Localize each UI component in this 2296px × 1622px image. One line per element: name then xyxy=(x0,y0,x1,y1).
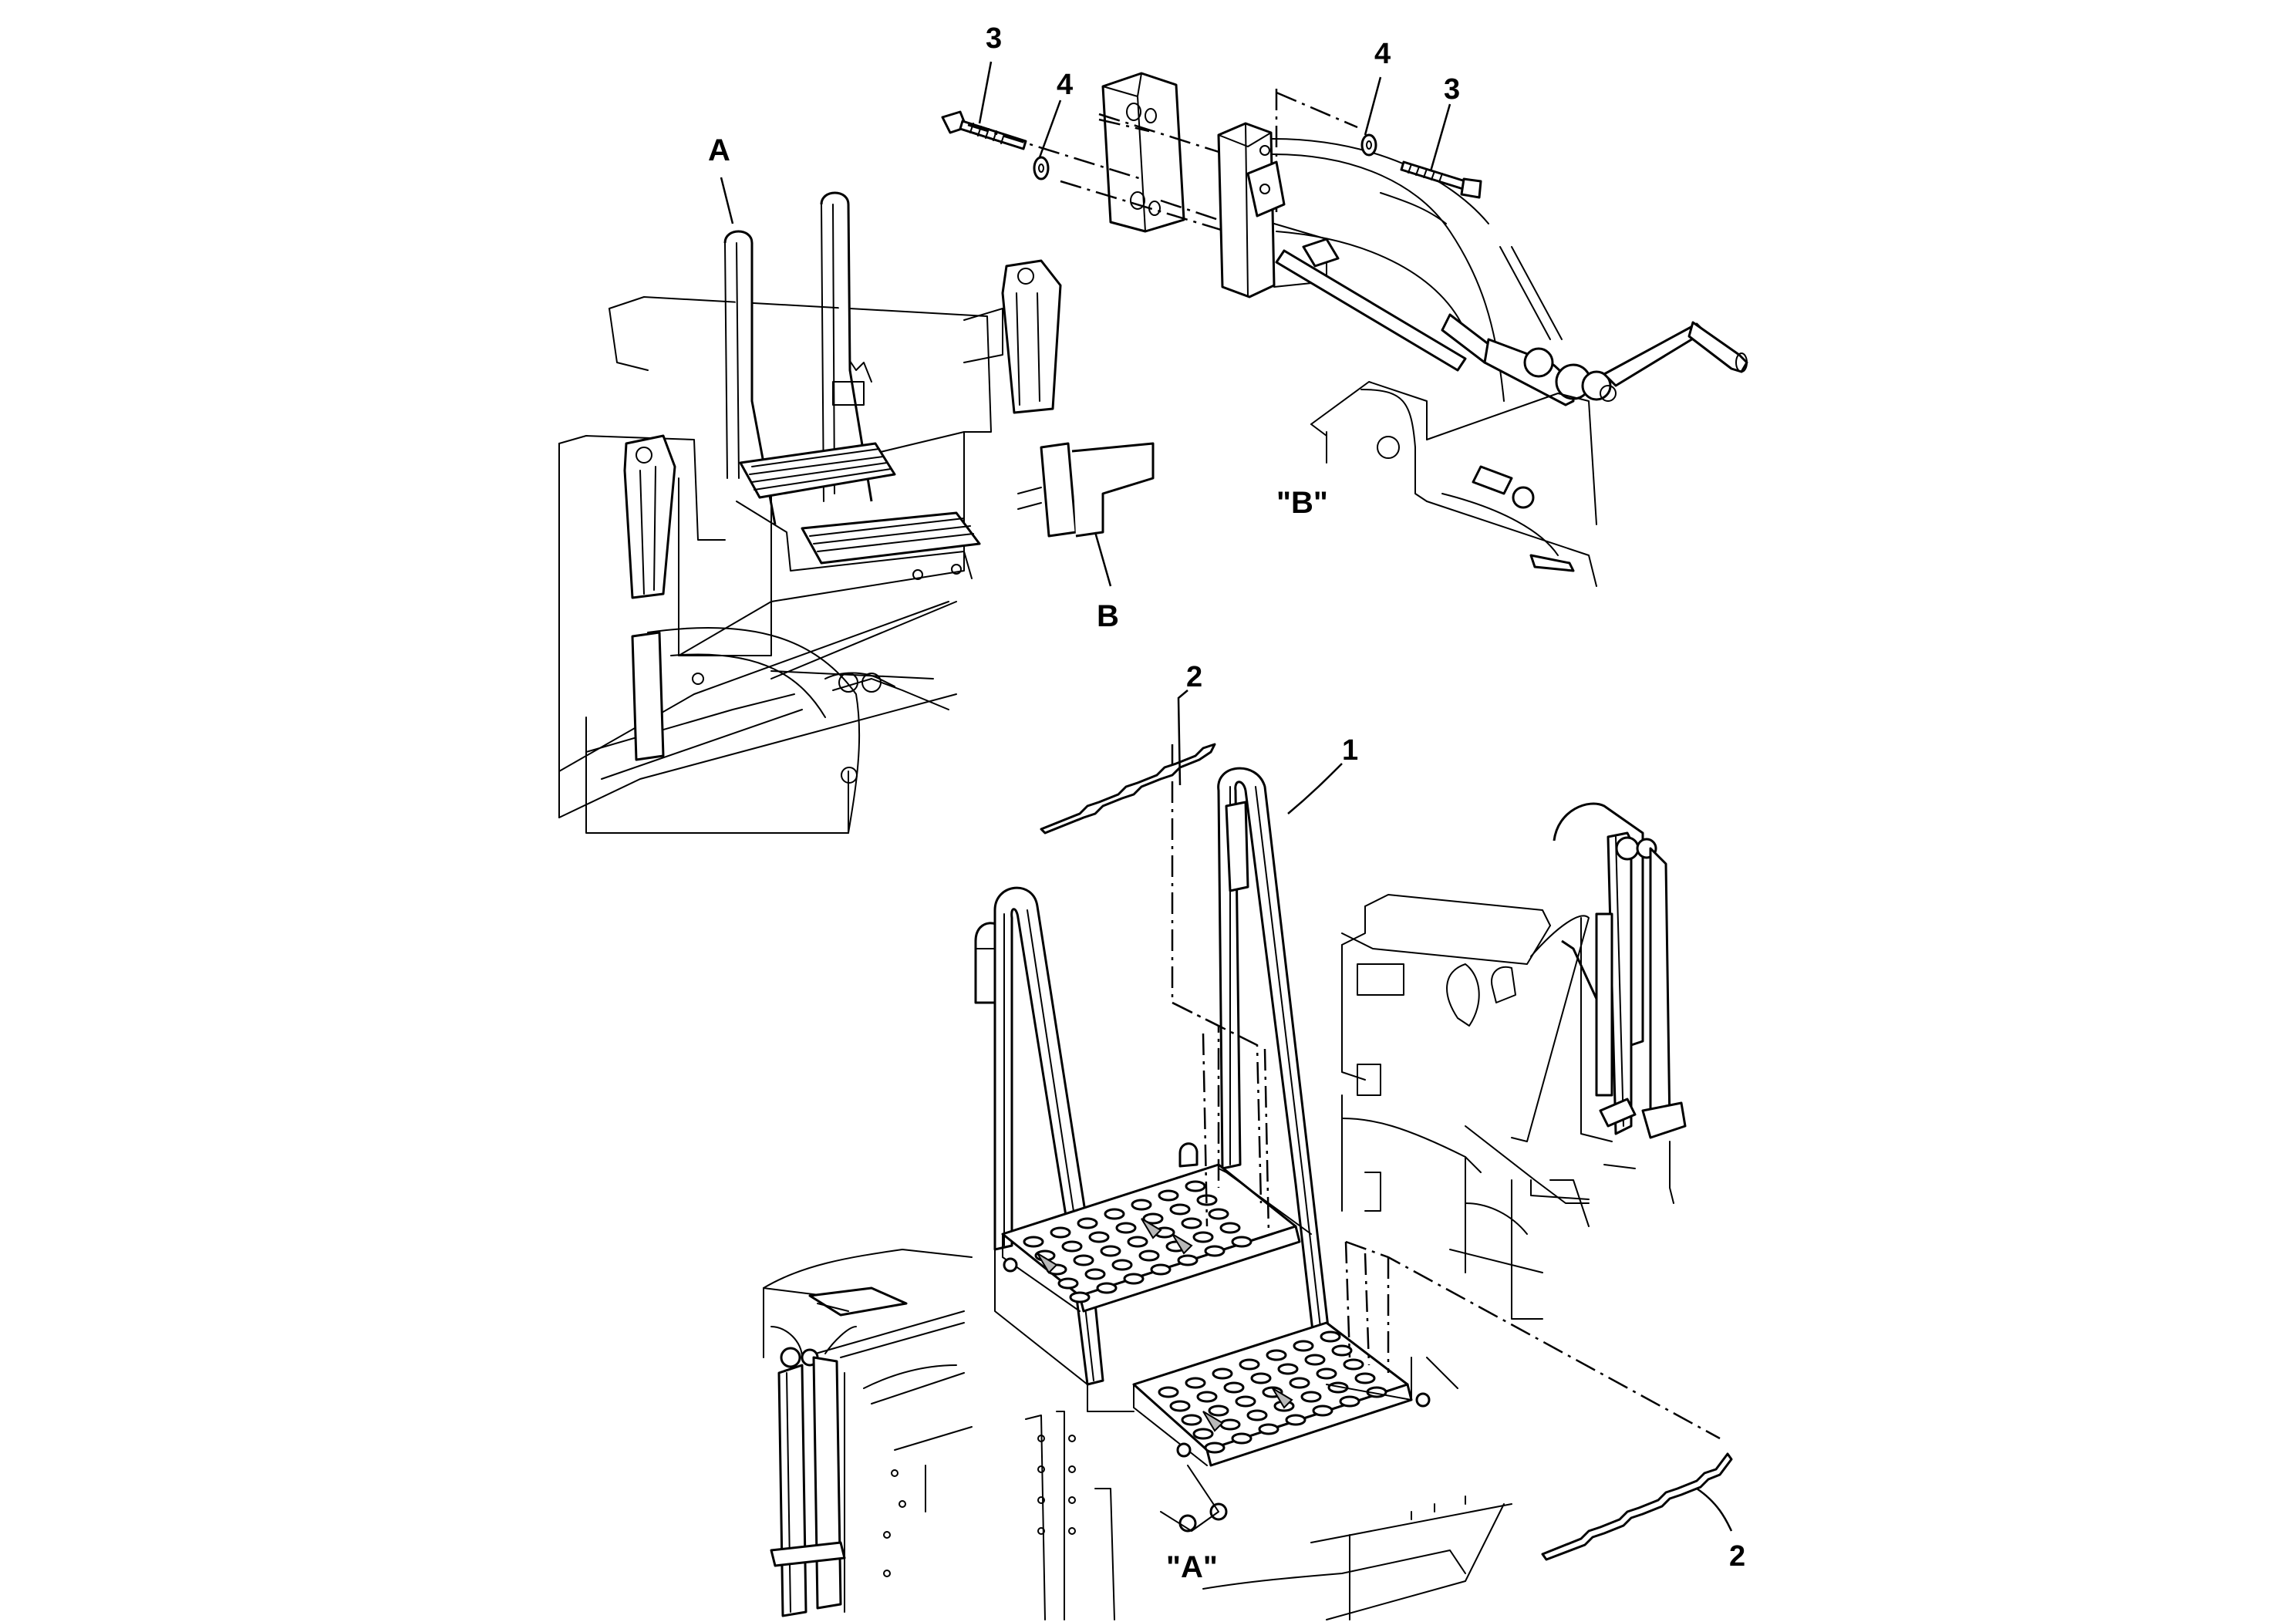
overview-assembly xyxy=(558,191,1155,834)
detail-b-bracket-assembly xyxy=(941,72,1748,587)
callout-1: 1 xyxy=(1342,734,1358,767)
detail-a-label: "A" xyxy=(1166,1550,1218,1584)
callout-3-left: 3 xyxy=(986,22,1002,55)
step-assembly xyxy=(974,767,1431,1533)
detail-a-step-assembly xyxy=(763,743,1733,1620)
bolt-right xyxy=(1400,160,1482,199)
detail-b-label: "B" xyxy=(1276,486,1328,520)
mounting-bracket xyxy=(1217,122,1327,298)
callout-4-right: 4 xyxy=(1374,38,1391,70)
callout-2-bottom: 2 xyxy=(1729,1540,1745,1573)
callout-2-top: 2 xyxy=(1186,661,1202,693)
callout-3-right: 3 xyxy=(1444,73,1460,106)
washer-left xyxy=(1033,156,1050,180)
leader-lines xyxy=(720,61,1733,1532)
spacer-plate xyxy=(1101,72,1185,233)
upper-step-tread xyxy=(1023,1180,1253,1303)
washer-right xyxy=(1360,133,1377,157)
callout-b: B xyxy=(1097,599,1119,633)
callout-a: A xyxy=(708,133,730,167)
tensioner-rod xyxy=(1275,238,1748,406)
upper-step-tread-overview xyxy=(749,448,892,491)
strip-bottom xyxy=(1541,1452,1733,1561)
callout-4-left: 4 xyxy=(1057,69,1073,101)
lower-step-tread xyxy=(1158,1330,1387,1454)
strip-top xyxy=(1040,743,1216,835)
